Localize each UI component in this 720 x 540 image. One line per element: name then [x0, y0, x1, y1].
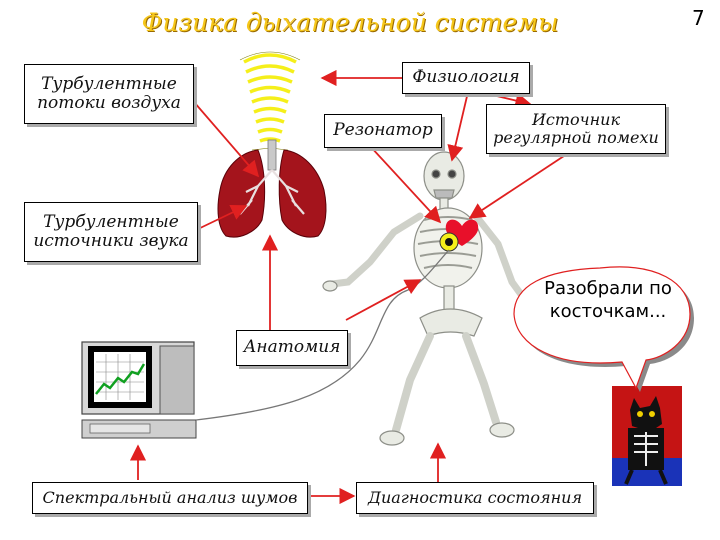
speech-bubble-line2: косточкам... [549, 300, 667, 322]
page-title: Физика дыхательной системы [141, 8, 559, 37]
box-interference-source-line2: регулярной помехи [493, 128, 659, 147]
box-resonator: Резонатор [324, 114, 442, 148]
arrow-interference-to-heart [468, 151, 571, 219]
arrows [129, 69, 571, 505]
page-number: 7 [692, 6, 705, 30]
arrow-turbulent-flows-to-lungs [193, 101, 260, 178]
skeleton-figure [322, 151, 540, 446]
box-anatomy: Анатомия [236, 330, 348, 366]
box-spectral-analysis: Спектральный анализ шумов [32, 482, 308, 514]
sound-waves-icon [243, 53, 297, 143]
arrow-physiology-to-interference [479, 91, 532, 109]
arrow-turbulent-sources-to-lungs [195, 205, 248, 231]
stethoscope-cable [195, 249, 450, 421]
lungs-icon [217, 139, 327, 238]
arrow-physiology-to-heart [447, 91, 469, 162]
microphone-icon [439, 232, 459, 252]
box-turbulent-sources: Турбулентные источники звука [24, 202, 198, 262]
computer-monitor-icon [81, 341, 197, 439]
box-turbulent-flows-line2: потоки воздуха [37, 93, 181, 113]
arrow-resonator-to-heart [369, 145, 442, 224]
box-interference-source: Источник регулярной помехи [486, 104, 666, 154]
box-turbulent-sources-line1: Турбулентные [43, 211, 179, 232]
box-interference-source-line1: Источник [531, 110, 621, 130]
box-physiology: Физиология [402, 62, 530, 94]
cat-skeleton-card [612, 386, 682, 486]
box-turbulent-sources-line2: источники звука [33, 231, 189, 251]
speech-bubble-text: Разобрали по косточкам... [520, 278, 696, 323]
box-turbulent-flows: Турбулентные потоки воздуха [24, 64, 194, 124]
speech-bubble-face [513, 266, 691, 390]
arrow-anatomy-to-skeleton [345, 279, 422, 321]
box-turbulent-flows-line1: Турбулентные [41, 73, 177, 94]
box-diagnostics: Диагностика состояния [356, 482, 594, 514]
speech-bubble-line1: Разобрали по [544, 278, 672, 299]
